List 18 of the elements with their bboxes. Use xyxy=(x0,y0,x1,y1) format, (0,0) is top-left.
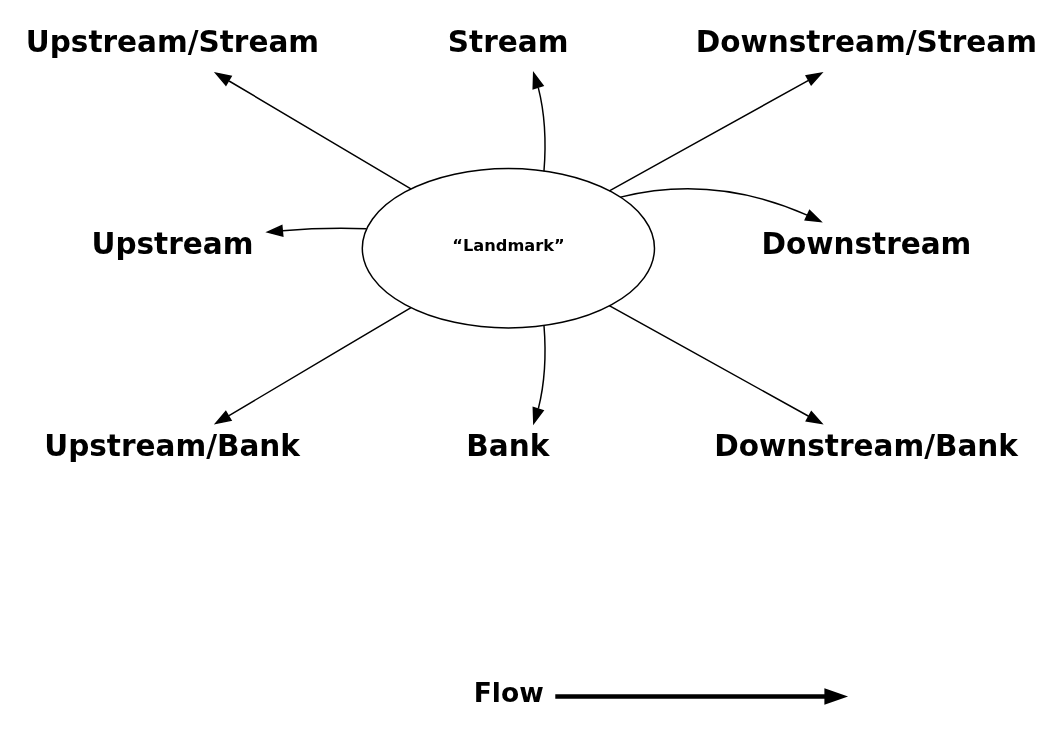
node-text: Bank xyxy=(466,428,550,463)
node-ellipse: “Landmark” xyxy=(361,167,656,329)
node-text: Upstream/Stream xyxy=(25,24,320,59)
arrow xyxy=(532,324,546,425)
legend-label: Flow xyxy=(473,676,544,708)
node-text: Stream xyxy=(447,24,569,59)
node-text: Downstream/Stream xyxy=(695,24,1038,59)
node-text: Downstream/Bank xyxy=(714,428,1018,463)
arrow xyxy=(265,224,368,237)
arrow xyxy=(619,187,823,222)
arrow xyxy=(608,304,824,425)
arrow xyxy=(213,306,412,425)
node-text: Downstream xyxy=(761,226,972,261)
node-text: Upstream/Bank xyxy=(44,428,300,463)
node-text: Upstream xyxy=(91,226,254,261)
arrow xyxy=(532,70,546,172)
arrow xyxy=(608,71,824,191)
arrow xyxy=(213,71,412,190)
